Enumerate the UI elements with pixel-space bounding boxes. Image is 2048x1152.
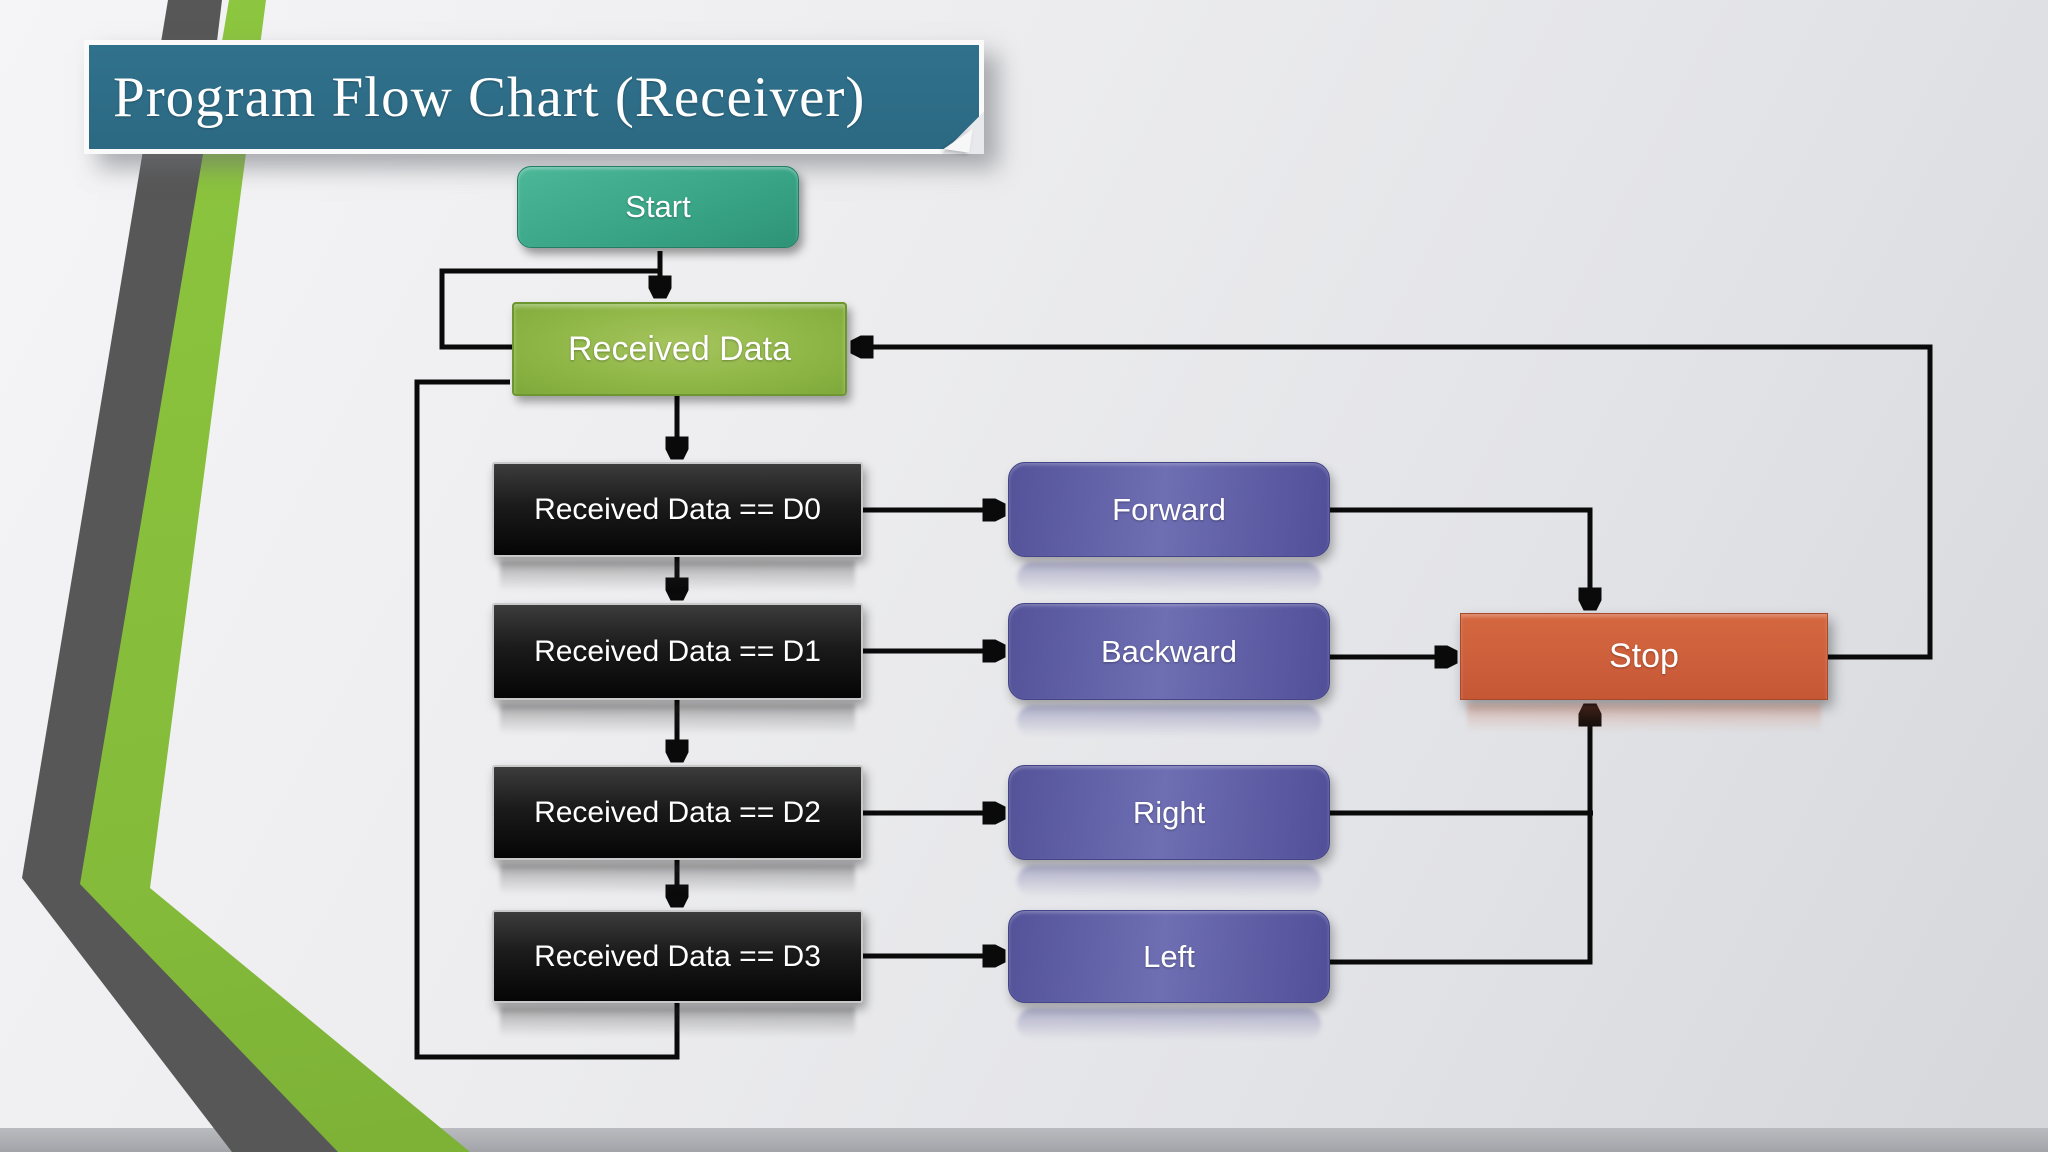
banner-fold-corner xyxy=(942,112,984,154)
edge-d3-received-loop xyxy=(414,379,680,1060)
node-received-data-label: Received Data xyxy=(567,329,791,368)
node-forward-label: Forward xyxy=(1112,491,1226,527)
node-backward: Backward xyxy=(1008,603,1330,700)
node-stop-label: Stop xyxy=(1609,637,1679,675)
edge-forward-stop xyxy=(1330,507,1590,607)
edge-received-selfloop xyxy=(439,268,660,350)
node-backward-label: Backward xyxy=(1100,633,1238,669)
node-right-label: Right xyxy=(1132,794,1206,830)
node-right: Right xyxy=(1008,765,1330,860)
node-condition-d2: Received Data == D2 xyxy=(492,765,863,860)
node-condition-d1: Received Data == D1 xyxy=(492,603,863,700)
node-condition-d1-label: Received Data == D1 xyxy=(534,634,821,668)
node-forward: Forward xyxy=(1008,462,1330,557)
node-start-label: Start xyxy=(625,189,691,224)
node-condition-d3: Received Data == D3 xyxy=(492,910,863,1003)
node-received-data: Received Data xyxy=(512,302,847,396)
edge-stop-received xyxy=(854,347,1933,660)
page-title: Program Flow Chart (Receiver) xyxy=(113,65,866,129)
title-banner: Program Flow Chart (Receiver) xyxy=(84,40,984,154)
node-condition-d0-label: Received Data == D0 xyxy=(534,492,821,526)
node-condition-d0: Received Data == D0 xyxy=(492,462,863,557)
node-condition-d3-label: Received Data == D3 xyxy=(534,939,821,973)
node-start: Start xyxy=(517,166,799,248)
node-left: Left xyxy=(1008,910,1330,1003)
node-condition-d2-label: Received Data == D2 xyxy=(534,795,821,829)
node-left-label: Left xyxy=(1143,938,1195,974)
node-stop: Stop xyxy=(1460,613,1828,700)
banner-fold-flap-icon xyxy=(943,125,973,153)
edge-left-stop xyxy=(1330,707,1590,965)
